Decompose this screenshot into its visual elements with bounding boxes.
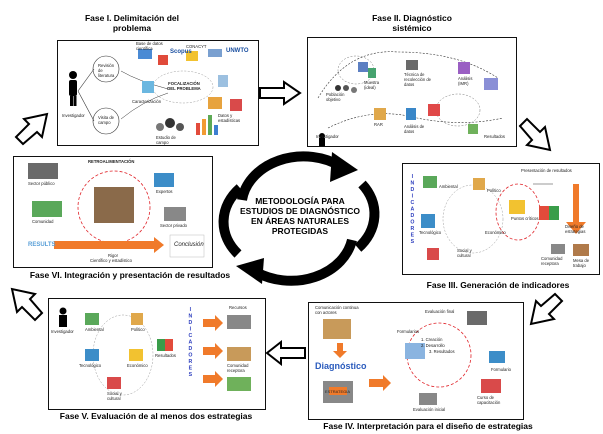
center-title: METODOLOGÍA PARA ESTUDIOS DE DIAGNÓSTICO… [240, 196, 360, 236]
phase6-title: Fase VI. Integración y presentación de r… [29, 270, 231, 280]
comunidad-f3-label: Comunidad receptora [541, 256, 563, 266]
phase1-title: Fase I. Delimitación del problema [84, 13, 179, 33]
rigor-label: Rigor [108, 253, 119, 258]
resultados-f4-label: 3. Resultados [429, 349, 455, 354]
social-f3-label: Social y cultural [457, 248, 472, 258]
phase4-panel: Comunicación continua con actores Diagnó… [308, 302, 524, 420]
phase2-diagram [317, 51, 504, 146]
diagnostico-label: Diagnóstico [315, 361, 367, 371]
phase1-panel: Investigador Revisión de literatura Visi… [57, 40, 259, 146]
politico-f5-label: Político [131, 327, 145, 332]
analisis-label: Análisis (IMR) [458, 76, 473, 86]
estudio-label: Estudio de campo [156, 135, 176, 145]
phase3-panel: INDICADORES Ambiental Político Tecnológi… [402, 163, 600, 275]
diseno-label: Diseño de estrategias [565, 224, 586, 234]
arrow-f6-f1 [14, 112, 49, 146]
phase2-panel: Investigador Población objetivo Muestra … [307, 37, 517, 147]
comunidad-f6-label: Comunidad [32, 219, 54, 224]
conclusion-label: Conclusión [174, 242, 204, 248]
arrow-f2-f3 [518, 117, 552, 152]
politico-f3-label: Político [487, 188, 501, 193]
social-f5-label: Social y cultural [107, 391, 122, 401]
arrow-f3-f4 [529, 292, 564, 326]
economico-f5-label: Económico [127, 363, 148, 368]
ambiental-f5-label: Ambiental [85, 327, 104, 332]
tecnologico-f3-label: Tecnológico [419, 230, 442, 235]
ambiental-f3-label: Ambiental [439, 184, 458, 189]
resultados-f5-label: Resultados [155, 353, 176, 358]
presentacion-label: Presentación de resultados [521, 168, 572, 173]
expertos-label: Expertos [156, 189, 173, 194]
curso-label: Curso de capacitación [477, 395, 501, 405]
analisis-datos-label: Análisis de datos [404, 124, 425, 134]
recursos-label: Recursos [229, 305, 247, 310]
poblacion-label: Población objetivo [326, 92, 345, 102]
indicadores-label-f5: INDICADORES [187, 307, 194, 379]
formularios-label: Formularios [397, 329, 420, 334]
phase4-title: Fase IV. Interpretación para el diseño d… [323, 421, 533, 431]
phase2-title: Fase II. Diagnóstico sistémico [372, 13, 452, 33]
tecnica-label: Técnica de recolección de datos [404, 72, 432, 87]
sector-privado-label: Sector privado [160, 223, 187, 228]
puntos-label: Puntos críticos [511, 216, 539, 221]
evaluacion-inicial-label: Evaluación inicial [413, 407, 446, 412]
phase6-panel: RETROALIMENTACIÓN Sector público Experto… [13, 156, 213, 268]
phase3-diagram [421, 176, 589, 260]
revision-label: Revisión de literatura [98, 63, 115, 78]
rigor2-label: Científico y estadístico [90, 258, 132, 263]
retro-label: RETROALIMENTACIÓN [88, 159, 135, 164]
visita-label: Visita de campo [98, 115, 114, 125]
phase5-title: Fase V. Evaluación de al menos dos estra… [59, 411, 253, 421]
phase3-title: Fase III. Generación de indicadores [426, 280, 570, 290]
investigador5-label: Investigador [51, 329, 74, 334]
investigador2-label: Investigador [316, 134, 339, 139]
rar-label: RAR [374, 122, 383, 127]
unwto-label: UNWTO [226, 48, 249, 54]
phase5-panel: INDICADORES Investigador Ambiental Polít… [48, 298, 266, 410]
tecnologico-f5-label: Tecnológico [79, 363, 102, 368]
comunidad-f5-label: Comunidad receptora [227, 363, 249, 373]
results-label: RESULTS [28, 242, 56, 248]
creacion-label: 1. Creación [421, 337, 443, 342]
resultados-label: Resultados [484, 134, 505, 139]
muestra-label: Muestra (ideal) [364, 80, 380, 90]
arrow-f1-f2 [259, 80, 302, 106]
focalizacion-label: FOCALIZACIÓN DEL PROBLEMA [167, 81, 201, 91]
estrategia-label: ESTRATEGIA [325, 389, 351, 394]
indicadores-label-f3: INDICADORES [409, 174, 416, 246]
evaluacion-final-label: Evaluación final [425, 309, 455, 314]
sector-publico-label: Sector público [28, 181, 55, 186]
phase5-diagram [59, 307, 251, 396]
comunicacion-label: Comunicación continua con actores [315, 305, 359, 315]
datos-label: Datos y estadísticas [218, 113, 241, 123]
phase6-diagram [28, 163, 205, 258]
economico-f3-label: Económico [485, 230, 506, 235]
arrow-f4-f5 [265, 340, 306, 366]
arrow-f5-f6 [10, 287, 44, 322]
phase1-diagram [69, 49, 242, 135]
phase4-diagram [323, 311, 505, 405]
desarrollo-label: 2. Desarrollo [421, 343, 445, 348]
cycle-arrows [218, 151, 380, 286]
mesa-label: Mesa de trabajo [573, 258, 590, 268]
investigador-label: Investigador [62, 113, 85, 118]
formulario-label: Formulario [491, 367, 512, 372]
base-datos-label: Base de datos científica [136, 41, 163, 51]
conacyt-label: CONACYT [186, 44, 207, 49]
scopus-label: Scopus [170, 49, 192, 55]
caracterizacion-label: Caracterización [132, 99, 162, 104]
